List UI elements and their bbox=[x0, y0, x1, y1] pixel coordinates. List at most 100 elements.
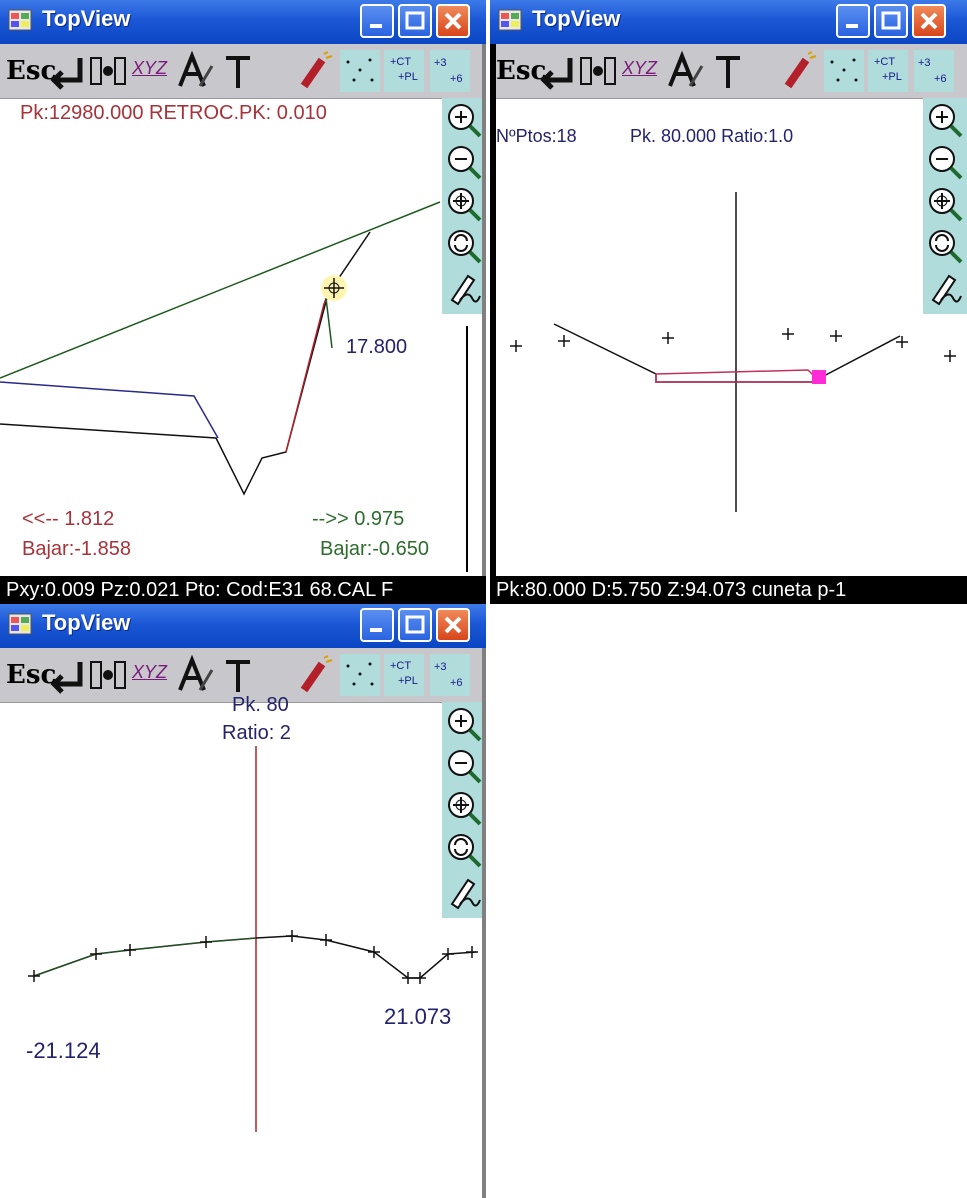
esc-icon: Esc bbox=[496, 56, 547, 86]
svg-text:+6: +6 bbox=[934, 73, 947, 85]
canvas-edge-line bbox=[466, 326, 468, 572]
minimize-icon bbox=[370, 24, 382, 28]
numbering-icon: +3 +6 bbox=[918, 57, 947, 85]
numbering-button[interactable]: +3 +6 bbox=[430, 50, 470, 92]
close-button[interactable] bbox=[912, 4, 946, 38]
xyz-button[interactable]: XYZ bbox=[622, 50, 662, 92]
svg-text:+CT: +CT bbox=[390, 660, 411, 672]
svg-text:+CT: +CT bbox=[874, 56, 895, 68]
text-edit-icon[interactable] bbox=[176, 654, 216, 696]
zoom-refresh-icon[interactable] bbox=[927, 228, 963, 264]
draw-pen-icon[interactable] bbox=[927, 270, 963, 306]
stake-icon[interactable] bbox=[710, 50, 746, 92]
maximize-button[interactable] bbox=[398, 4, 432, 38]
marker-icon[interactable] bbox=[296, 654, 336, 696]
maximize-button[interactable] bbox=[874, 4, 908, 38]
close-button[interactable] bbox=[436, 4, 470, 38]
points-icon[interactable] bbox=[340, 50, 380, 92]
selected-point-marker[interactable] bbox=[812, 370, 826, 384]
title-bar[interactable]: TopView bbox=[0, 604, 486, 648]
columns-icon[interactable] bbox=[88, 50, 128, 92]
minimize-icon bbox=[370, 628, 382, 632]
value-label: 17.800 bbox=[346, 336, 408, 358]
points-icon[interactable] bbox=[340, 654, 380, 696]
stake-icon[interactable] bbox=[220, 654, 256, 696]
xyz-icon: XYZ bbox=[132, 662, 168, 682]
app-icon bbox=[8, 613, 32, 635]
xyz-icon: XYZ bbox=[622, 58, 658, 78]
zoom-panel bbox=[923, 98, 967, 314]
svg-text:+6: +6 bbox=[450, 677, 463, 689]
maximize-icon bbox=[881, 11, 901, 30]
close-button[interactable] bbox=[436, 608, 470, 642]
stake-icon[interactable] bbox=[220, 50, 256, 92]
window-title: TopView bbox=[42, 6, 131, 31]
zoom-out-icon[interactable] bbox=[446, 144, 482, 180]
marker-icon[interactable] bbox=[296, 50, 336, 92]
profile-canvas[interactable] bbox=[0, 702, 482, 1198]
zoom-pan-icon[interactable] bbox=[927, 186, 963, 222]
draw-pen-icon[interactable] bbox=[446, 270, 482, 306]
pk-ratio-label: Pk. 80.000 Ratio:1.0 bbox=[630, 126, 794, 146]
topview-window-2: TopView Esc XYZ +CT +PL bbox=[490, 0, 967, 604]
columns-icon[interactable] bbox=[578, 50, 618, 92]
minimize-button[interactable] bbox=[836, 4, 870, 38]
svg-text:+3: +3 bbox=[434, 57, 447, 69]
ratio-label: Ratio: 2 bbox=[222, 722, 291, 744]
text-edit-icon[interactable] bbox=[666, 50, 706, 92]
ct-pl-button[interactable]: +CT +PL bbox=[384, 654, 424, 696]
zoom-in-icon[interactable] bbox=[446, 706, 482, 742]
zoom-refresh-icon[interactable] bbox=[446, 228, 482, 264]
svg-text:+6: +6 bbox=[450, 73, 463, 85]
draw-pen-icon[interactable] bbox=[446, 874, 482, 910]
window-title: TopView bbox=[532, 6, 621, 31]
ct-pl-button[interactable]: +CT +PL bbox=[384, 50, 424, 92]
window-border bbox=[482, 44, 486, 576]
window-title: TopView bbox=[42, 610, 131, 635]
points-count-label: NºPtos:18 bbox=[496, 126, 577, 146]
cross-section-canvas[interactable] bbox=[490, 98, 967, 574]
left-value-label: -21.124 bbox=[26, 1038, 101, 1063]
title-bar[interactable]: TopView bbox=[490, 0, 967, 44]
numbering-button[interactable]: +3 +6 bbox=[430, 654, 470, 696]
zoom-panel bbox=[442, 702, 486, 918]
xyz-icon: XYZ bbox=[132, 58, 168, 78]
marker-icon[interactable] bbox=[780, 50, 820, 92]
enter-icon[interactable] bbox=[50, 50, 86, 92]
zoom-out-icon[interactable] bbox=[446, 748, 482, 784]
maximize-icon bbox=[405, 615, 425, 634]
left-bajar-label: Bajar:-1.858 bbox=[22, 538, 131, 560]
svg-text:+3: +3 bbox=[434, 661, 447, 673]
zoom-panel bbox=[442, 98, 486, 314]
status-bar: Pxy:0.009 Pz:0.021 Pto: Cod:E31 68.CAL F bbox=[0, 576, 486, 604]
xyz-button[interactable]: XYZ bbox=[132, 654, 172, 696]
enter-icon[interactable] bbox=[540, 50, 576, 92]
svg-text:+PL: +PL bbox=[398, 675, 418, 687]
esc-button[interactable]: Esc bbox=[6, 654, 56, 696]
zoom-refresh-icon[interactable] bbox=[446, 832, 482, 868]
minimize-button[interactable] bbox=[360, 4, 394, 38]
xyz-button[interactable]: XYZ bbox=[132, 50, 172, 92]
ct-pl-button[interactable]: +CT +PL bbox=[868, 50, 908, 92]
minimize-button[interactable] bbox=[360, 608, 394, 642]
ct-pl-icon: +CT +PL bbox=[874, 56, 902, 83]
plan-canvas[interactable] bbox=[0, 98, 442, 574]
zoom-in-icon[interactable] bbox=[927, 102, 963, 138]
text-edit-icon[interactable] bbox=[176, 50, 216, 92]
esc-button[interactable]: Esc bbox=[6, 50, 56, 92]
numbering-button[interactable]: +3 +6 bbox=[914, 50, 954, 92]
svg-text:+PL: +PL bbox=[882, 71, 902, 83]
columns-icon[interactable] bbox=[88, 654, 128, 696]
enter-icon[interactable] bbox=[50, 654, 86, 696]
points-icon[interactable] bbox=[824, 50, 864, 92]
zoom-out-icon[interactable] bbox=[927, 144, 963, 180]
svg-text:+PL: +PL bbox=[398, 71, 418, 83]
maximize-button[interactable] bbox=[398, 608, 432, 642]
zoom-in-icon[interactable] bbox=[446, 102, 482, 138]
window-border bbox=[482, 648, 486, 1198]
title-bar[interactable]: TopView bbox=[0, 0, 486, 44]
esc-button[interactable]: Esc bbox=[496, 50, 546, 92]
zoom-pan-icon[interactable] bbox=[446, 790, 482, 826]
zoom-pan-icon[interactable] bbox=[446, 186, 482, 222]
numbering-icon: +3 +6 bbox=[434, 57, 463, 85]
